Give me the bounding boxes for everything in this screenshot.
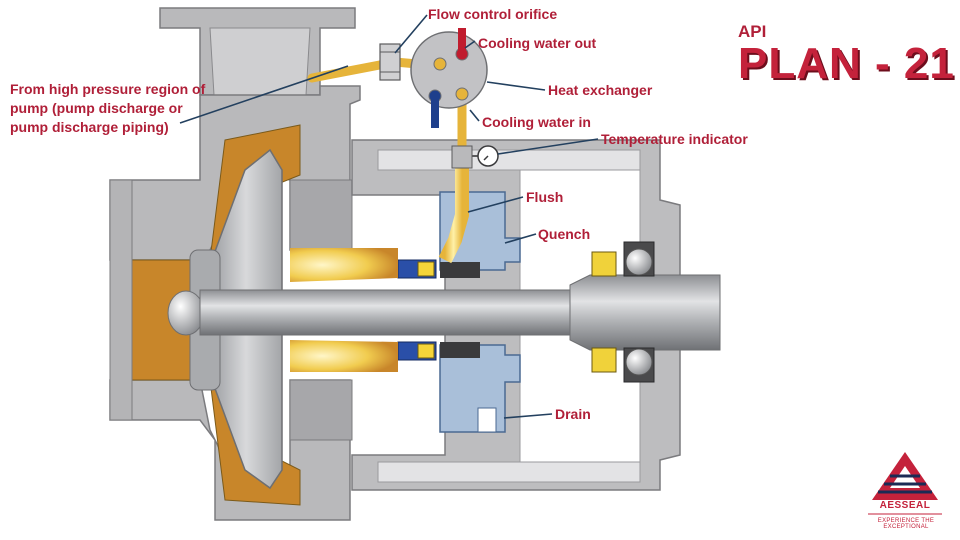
bearing-assembly (591, 241, 655, 383)
cooling-water-in-pipe (431, 94, 439, 128)
aesseal-logo-icon (868, 452, 942, 515)
leader-drain (503, 413, 553, 419)
label-drain: Drain (555, 406, 591, 422)
temperature-indicator (451, 145, 499, 169)
title-prefix: API (738, 22, 767, 41)
leader-flush (467, 196, 524, 213)
cooling-water-lines (431, 28, 466, 128)
brand-tagline: EXPERIENCE THE EXCEPTIONAL (877, 518, 935, 530)
label-cooling-water-in: Cooling water in (482, 114, 591, 130)
pump-shaft (199, 274, 721, 351)
process-fluid-region (290, 248, 398, 372)
leader-high-pressure-source (179, 65, 349, 124)
leader-cooling-water-in (469, 109, 480, 122)
leader-temperature-indicator (497, 138, 599, 155)
leader-flow-control-orifice (394, 14, 428, 54)
leader-heat-exchanger (486, 81, 546, 91)
pump-casing (109, 7, 361, 521)
cooling-water-out-pipe (458, 28, 466, 58)
leader-lines (179, 14, 599, 419)
label-flush: Flush (526, 189, 564, 205)
label-flow-control-orifice: Flow control orifice (428, 6, 558, 22)
leader-cooling-water-out (464, 40, 476, 49)
label-quench: Quench (538, 226, 591, 242)
label-heat-exchanger: Heat exchanger (548, 82, 653, 98)
leader-quench (504, 233, 537, 244)
brand-name: AESSEAL (879, 500, 931, 511)
label-cooling-water-out: Cooling water out (478, 35, 597, 51)
label-temperature-indicator: Temperature indicator (601, 131, 748, 147)
heat-exchanger (410, 31, 488, 109)
label-high-pressure-source: From high pressure region of pump (pump … (10, 81, 206, 135)
page-title: PLAN - 21 (738, 39, 955, 88)
